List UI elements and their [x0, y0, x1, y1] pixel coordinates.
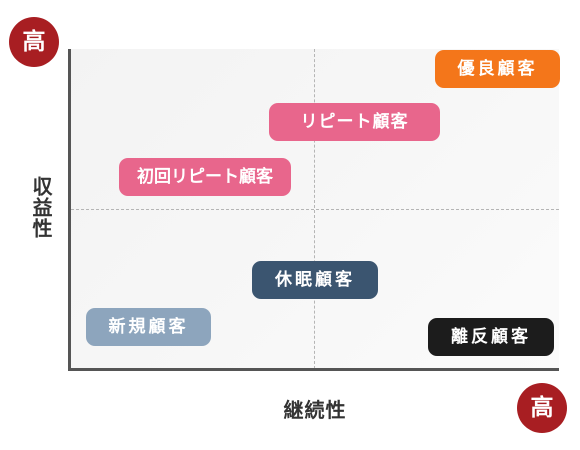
x-axis-line — [68, 368, 559, 371]
segment-first-repeat-customers: 初回リピート顧客 — [119, 158, 291, 196]
horizontal-midline — [71, 209, 559, 210]
y-axis-line — [68, 49, 71, 371]
x-axis-label: 継続性 — [283, 398, 347, 422]
segment-loyal-customers: 優良顧客 — [435, 50, 560, 88]
x-axis-high-badge: 高 — [517, 383, 567, 433]
segment-dormant-customers: 休眠顧客 — [252, 261, 378, 299]
y-axis-high-badge: 高 — [9, 17, 59, 67]
segment-repeat-customers: リピート顧客 — [269, 103, 440, 141]
y-axis-label: 収益性 — [29, 176, 53, 239]
segment-new-customers: 新規顧客 — [86, 308, 211, 346]
segment-churned-customers: 離反顧客 — [428, 318, 554, 356]
